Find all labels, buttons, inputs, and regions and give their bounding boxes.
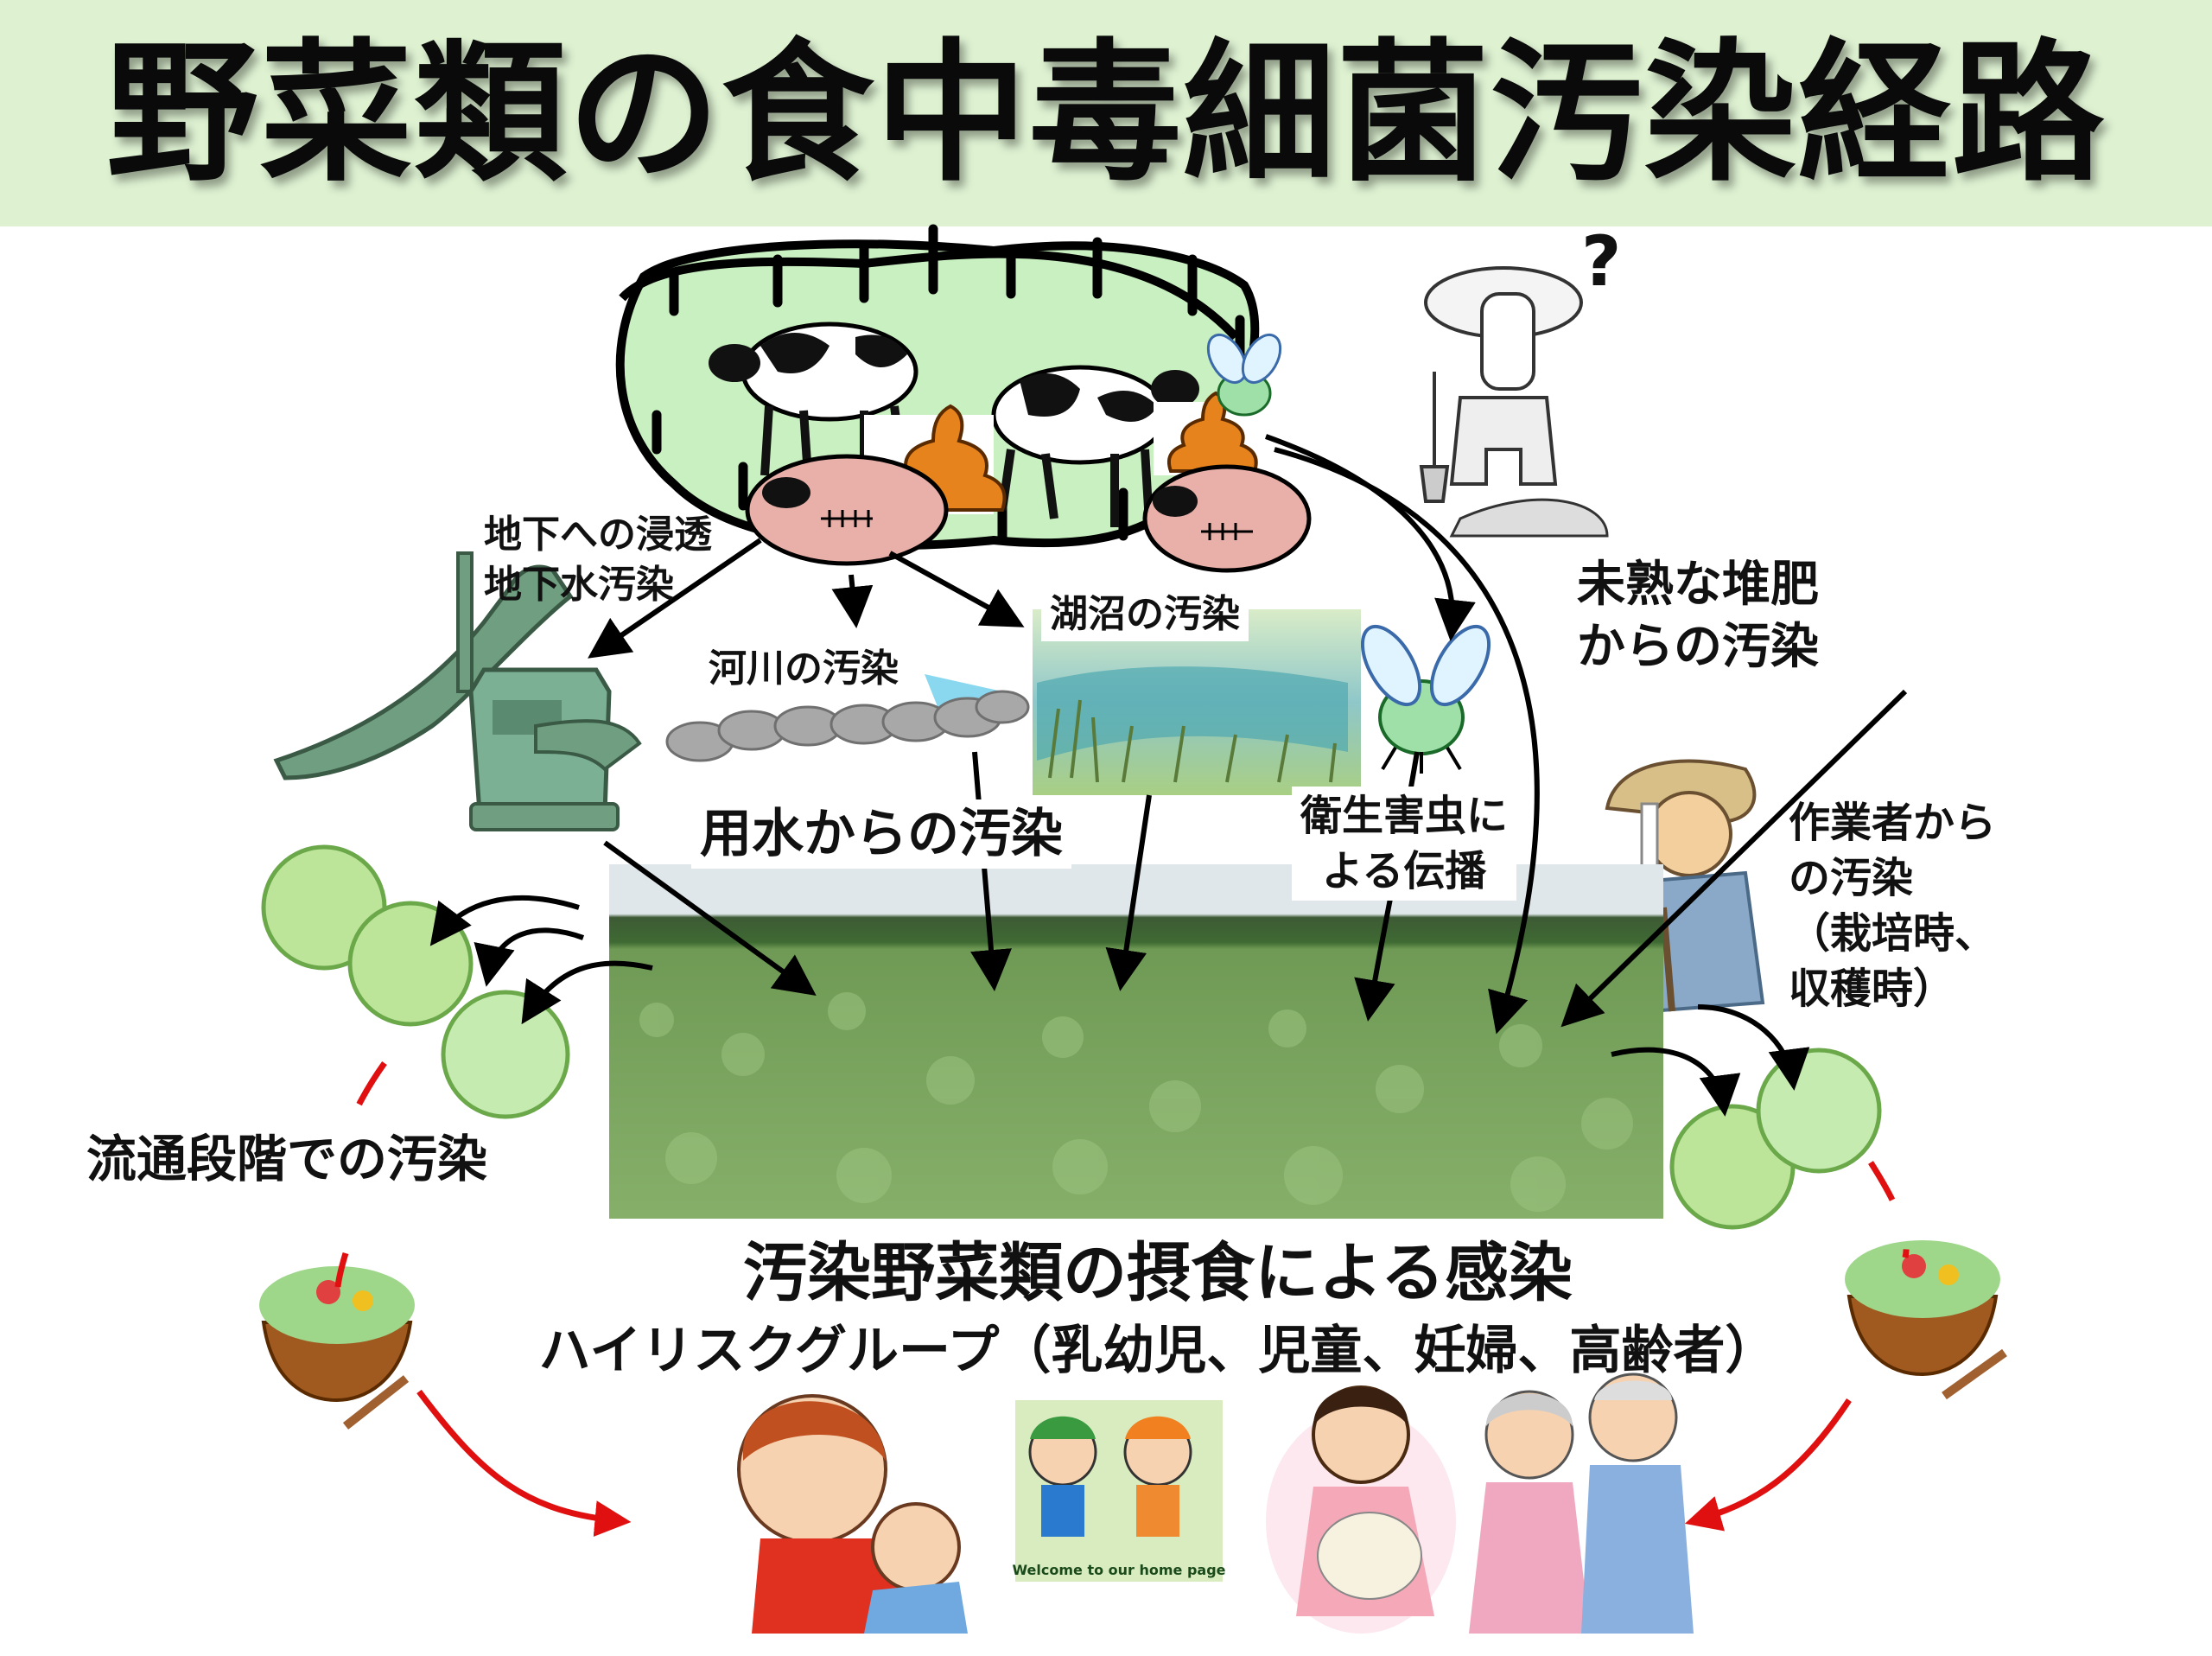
arrow-field-to-cabbage-1 bbox=[429, 895, 580, 946]
pests-label: 衛生害虫に よる伝播 bbox=[1292, 787, 1517, 901]
arrow-field-to-cabbage-4 bbox=[1611, 1047, 1741, 1117]
elderly-couple-icon bbox=[1469, 1373, 1694, 1634]
groundwater-label: 地下への浸透 地下水汚染 bbox=[484, 513, 712, 607]
arrow-to-river bbox=[831, 574, 874, 628]
red-dashed-left bbox=[329, 1060, 387, 1211]
children-icon: Welcome to our home page bbox=[1012, 1400, 1226, 1582]
vegetable-field bbox=[609, 864, 1663, 1219]
river-label: 河川の汚染 bbox=[700, 642, 907, 696]
river-stones-icon bbox=[665, 674, 1030, 762]
arrow-to-fly bbox=[1264, 434, 1476, 641]
arrow-pump-to-field bbox=[603, 840, 817, 997]
pregnant-woman-icon bbox=[1266, 1385, 1456, 1634]
pig-icon bbox=[745, 454, 949, 566]
salad-bowl-icon bbox=[259, 1266, 415, 1430]
red-arrow-left bbox=[416, 1389, 632, 1538]
cow-icon bbox=[709, 322, 918, 476]
irrigation-label: 用水からの汚染 bbox=[691, 799, 1071, 869]
fly-icon bbox=[1360, 624, 1491, 774]
arrow-field-to-cabbage-3 bbox=[521, 960, 653, 1025]
arrow-lake-to-field bbox=[1105, 794, 1152, 991]
infection-heading: 汚染野菜類の摂食による感染 bbox=[743, 1236, 1573, 1310]
arrow-to-pump bbox=[588, 538, 762, 659]
arrow-to-lake bbox=[888, 551, 1025, 627]
page-title: 野菜類の食中毒細菌汚染経路 bbox=[105, 25, 2106, 202]
farmer-icon bbox=[1419, 266, 1609, 538]
distribution-label: 流通段階での汚染 bbox=[86, 1130, 488, 1188]
title-band bbox=[0, 0, 2212, 226]
welcome-banner: Welcome to our home page bbox=[1012, 1562, 1225, 1578]
water-pump-icon bbox=[273, 551, 642, 831]
red-dashed-right bbox=[1868, 1161, 1910, 1258]
mother-baby-icon bbox=[737, 1394, 968, 1634]
red-dashed-left-2 bbox=[334, 1252, 349, 1309]
workers-label: 作業者から の汚染 （栽培時、 収穫時） bbox=[1789, 799, 1997, 1013]
manure-icon bbox=[1154, 391, 1258, 475]
question-mark: ? bbox=[1581, 221, 1621, 302]
pig-icon bbox=[1142, 464, 1312, 573]
salad-bowl-icon bbox=[1845, 1240, 2007, 1400]
fly-icon bbox=[1206, 334, 1282, 417]
arrow-worker-to-field bbox=[1560, 689, 1908, 1028]
compost-label: 未熟な堆肥 からの汚染 bbox=[1577, 556, 1819, 675]
high-risk-group: ハイリスクグループ（乳幼児、児童、妊婦、高齢者） bbox=[538, 1321, 1777, 1381]
red-arrow-right bbox=[1684, 1398, 1852, 1532]
lake-label: 湖沼の汚染 bbox=[1041, 588, 1249, 641]
arrow-field-to-cabbage-5 bbox=[1697, 1004, 1810, 1091]
distribution-arrows bbox=[329, 1060, 1910, 1538]
arrow-compost-to-field bbox=[1274, 447, 1540, 1035]
arrow-field-to-cabbage-2 bbox=[474, 927, 585, 987]
